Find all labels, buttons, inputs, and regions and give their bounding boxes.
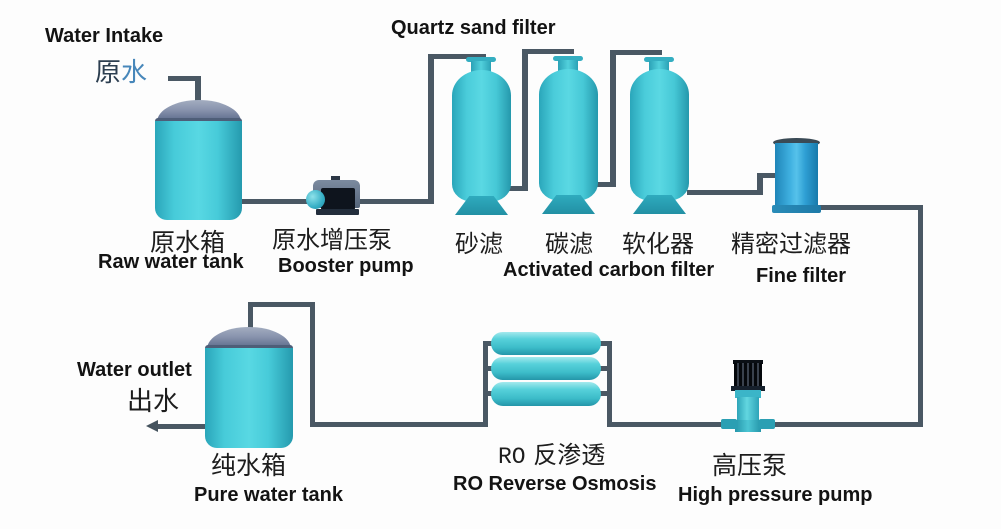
pipe-tank1-to-riser2 <box>508 186 528 191</box>
ro-manifold-left <box>483 341 488 427</box>
pipe-riser1-vertical <box>428 54 434 204</box>
hp-pump-motor <box>734 363 762 387</box>
label-softener-cn: 软化器 <box>622 230 694 258</box>
softener-pedestal <box>633 195 686 214</box>
hp-pump-flange <box>731 386 765 391</box>
fine-filter-base <box>772 205 821 213</box>
label-intake-char-raw: 原 <box>95 58 122 88</box>
ro-stub <box>600 366 609 371</box>
pipe-puretank-riser <box>310 302 315 427</box>
pipe-puretank-inlet <box>248 302 253 334</box>
hp-pump-body <box>737 397 759 422</box>
label-ro-cn-text: 反渗透 <box>533 441 606 469</box>
ro-membrane-3 <box>491 382 601 406</box>
pipe-step-vertical <box>757 173 763 195</box>
booster-pump-motor <box>321 188 355 210</box>
label-pure-water-tank-cn: 纯水箱 <box>211 451 287 480</box>
label-raw-water-tank-en: Raw water tank <box>98 251 244 273</box>
label-hp-pump-en: High pressure pump <box>678 484 873 506</box>
label-water-intake-en: Water Intake <box>45 25 164 47</box>
ro-stub <box>600 391 609 396</box>
pipe-riser2-top <box>522 49 574 54</box>
hp-pump-motor-cap <box>733 360 763 364</box>
label-sand-filter-cn: 砂滤 <box>455 230 503 258</box>
label-ro-abbr: RO <box>498 444 526 470</box>
pipe-water-outlet <box>158 424 206 429</box>
label-booster-pump-en: Booster pump <box>278 255 414 277</box>
label-pure-water-tank-en: Pure water tank <box>194 484 343 506</box>
pipe-riser3-vertical <box>610 50 616 187</box>
carbon-filter-cap-flange <box>553 56 583 61</box>
raw-water-tank-dome <box>157 100 241 122</box>
ro-stub <box>486 391 495 396</box>
pipe-riser2-vertical <box>522 49 528 191</box>
pipe-pump-to-ro <box>612 422 724 427</box>
ro-membrane-1 <box>491 332 601 355</box>
label-fine-filter-en: Fine filter <box>756 265 847 287</box>
raw-water-tank-body <box>155 118 242 220</box>
pipe-riser1-top <box>428 54 486 59</box>
ro-membrane-2 <box>491 357 601 380</box>
label-activated-carbon-filter-en: Activated carbon filter <box>503 259 715 281</box>
pipe-right-vertical <box>918 205 923 427</box>
pipe-puretank-top <box>248 302 315 307</box>
carbon-filter-pedestal <box>542 195 595 214</box>
label-water-intake-cn: 原水 <box>95 60 147 86</box>
pipe-tank2-to-riser3 <box>596 182 616 187</box>
pipe-intake-vertical <box>195 76 201 104</box>
label-water-outlet-en: Water outlet <box>77 359 192 381</box>
label-fine-filter-cn: 精密过滤器 <box>731 230 851 258</box>
pipe-pump-to-riser1 <box>358 199 433 204</box>
pipe-step-to-finefilter <box>757 173 782 178</box>
sand-filter-pedestal <box>455 196 508 215</box>
fine-filter-body <box>775 143 818 209</box>
ro-stub <box>600 341 609 346</box>
label-ro-en: RO Reverse Osmosis <box>453 473 657 495</box>
pure-water-tank-body <box>205 345 293 448</box>
pipe-riser3-top <box>610 50 662 55</box>
sand-filter-cap-flange <box>466 57 496 62</box>
pipe-ro-to-riser <box>313 422 486 427</box>
label-raw-water-tank-cn: 原水箱 <box>150 228 226 257</box>
fine-filter-rim <box>773 138 820 147</box>
pipe-rawtank-to-pump <box>242 199 309 204</box>
hp-pump-outlet-nub <box>759 419 775 429</box>
hp-pump-lower <box>735 420 761 432</box>
hp-pump-collar <box>735 390 761 398</box>
booster-pump-head <box>306 190 325 209</box>
softener-cap-flange <box>644 57 674 62</box>
water-outlet-arrow-icon <box>146 420 158 432</box>
label-quartz-sand-filter: Quartz sand filter <box>391 17 556 39</box>
pipe-to-hp-pump <box>772 422 923 427</box>
ro-stub <box>486 341 495 346</box>
booster-pump-knob <box>331 176 340 182</box>
hp-pump-inlet-nub <box>721 419 737 429</box>
pipe-finefilter-out <box>817 205 923 210</box>
booster-pump-base <box>316 209 359 215</box>
label-ro-cn: RO 反渗透 <box>498 443 605 469</box>
label-intake-char-water: 水 <box>121 58 148 88</box>
pipe-tank3-out <box>687 190 763 195</box>
label-carbon-filter-cn: 碳滤 <box>545 230 593 258</box>
ro-manifold-right <box>607 341 612 427</box>
sand-filter-tank <box>452 70 511 202</box>
label-booster-pump-cn: 原水增压泵 <box>272 226 392 254</box>
label-water-outlet-cn: 出水 <box>127 387 180 417</box>
softener-tank <box>630 69 689 201</box>
label-hp-pump-cn: 高压泵 <box>712 451 788 480</box>
pure-water-tank-dome <box>207 327 291 349</box>
ro-stub <box>486 366 495 371</box>
carbon-filter-tank <box>539 69 598 201</box>
pipe-intake-horizontal <box>168 76 201 81</box>
